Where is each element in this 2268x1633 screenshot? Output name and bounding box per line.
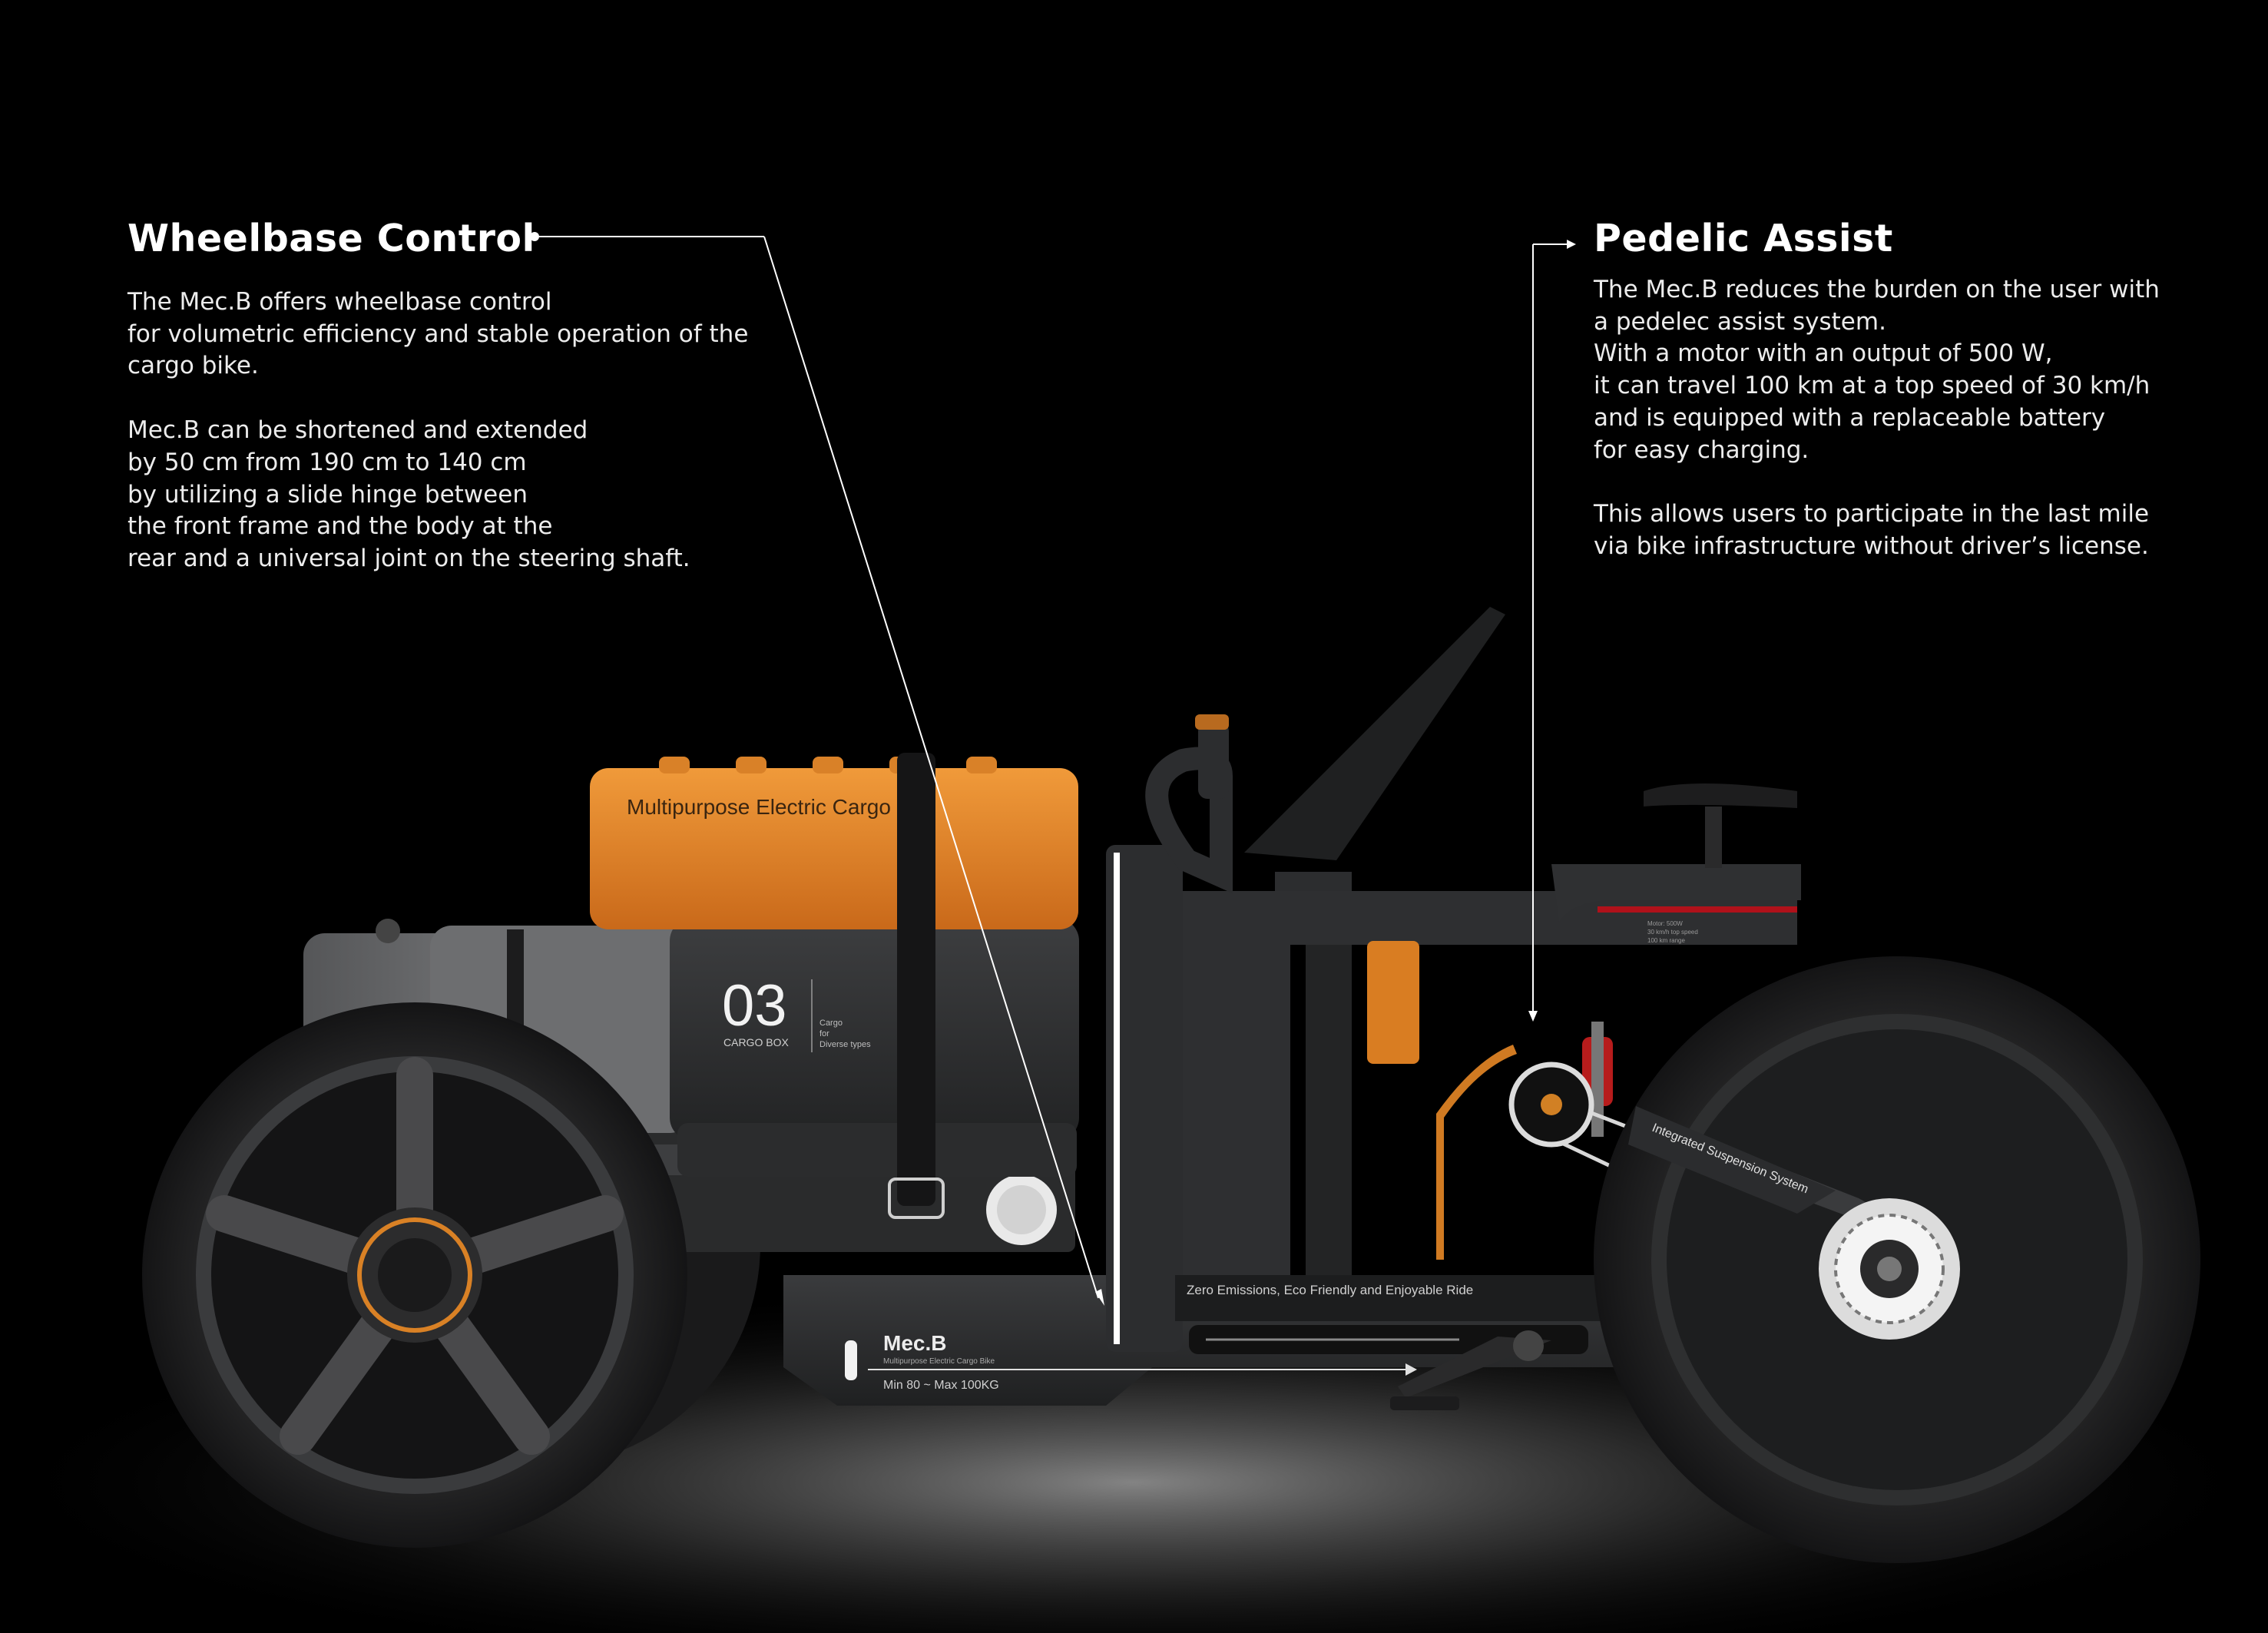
orange-cargo-box: Multipurpose Electric Cargo B: [590, 757, 1078, 929]
pedelec-assist-section: Pedelic Assist The Mec.B reduces the bur…: [1594, 217, 2223, 563]
cargo-box-side-3: Diverse types: [819, 1040, 871, 1049]
cargo-box-top-label: Multipurpose Electric Cargo B: [627, 795, 911, 819]
right-wheel: Integrated Suspension System: [1594, 956, 2200, 1563]
cargo-strap: [897, 753, 935, 1206]
text-line: The Mec.B reduces the burden on the user…: [1594, 276, 2160, 303]
cargo-box-03: 03 CARGO BOX Cargo for Diverse types: [670, 918, 1079, 1177]
seat-assembly: Motor: 500W 30 km/h top speed 100 km ran…: [1551, 783, 1801, 944]
text-line: via bike infrastructure without driver’s…: [1594, 532, 2149, 560]
wheelbase-control-paragraph-1: The Mec.B offers wheelbase control for v…: [127, 287, 819, 383]
cargo-box-side-2: for: [819, 1029, 829, 1038]
wheelbase-leader-line: [530, 232, 1104, 1306]
text-line: The Mec.B offers wheelbase control: [127, 288, 552, 316]
text-line: With a motor with an output of 500 W,: [1594, 340, 2053, 368]
text-line: by utilizing a slide hinge between: [127, 480, 528, 508]
text-line: the front frame and the body at the: [127, 512, 553, 541]
cargo-box-number: 03: [722, 973, 787, 1038]
text-line: for volumetric efficiency and stable ope…: [127, 320, 749, 348]
capacity-label: Min 80 ~ Max 100KG: [883, 1379, 999, 1392]
pedelec-assist-paragraph-1: The Mec.B reduces the burden on the user…: [1594, 274, 2223, 466]
frame-spec-3: 100 km range: [1647, 937, 1685, 944]
frame-spec-1: Motor: 500W: [1647, 920, 1683, 927]
brand-subtitle: Multipurpose Electric Cargo Bike: [883, 1357, 995, 1366]
brand-name: Mec.B: [883, 1331, 946, 1355]
text-line: it can travel 100 km at a top speed of 3…: [1594, 372, 2150, 400]
wheelbase-control-title: Wheelbase Control: [127, 217, 535, 260]
text-line: cargo bike.: [127, 352, 259, 380]
text-line: Mec.B can be shortened and extended: [127, 416, 588, 445]
frame-spec-2: 30 km/h top speed: [1647, 929, 1698, 936]
left-wheel: [142, 1002, 687, 1548]
pedelec-assist-paragraph-2: This allows users to participate in the …: [1594, 499, 2223, 562]
steering-assembly: [1145, 607, 1505, 894]
frame-orange-trim: [1436, 1045, 1517, 1260]
wheelbase-control-paragraph-2: Mec.B can be shortened and extended by 5…: [127, 415, 819, 575]
text-line: a pedelec assist system.: [1594, 307, 1886, 336]
text-line: This allows users to participate in the …: [1594, 500, 2150, 528]
text-line: by 50 cm from 190 cm to 140 cm: [127, 448, 527, 476]
pedelec-assist-title: Pedelic Assist: [1594, 217, 1893, 260]
brand-marker: [845, 1340, 857, 1380]
battery-orange: [1367, 941, 1419, 1064]
cargo-box-side-1: Cargo: [819, 1019, 843, 1028]
cargo-box-label: CARGO BOX: [723, 1036, 789, 1048]
frame-tagline: Zero Emissions, Eco Friendly and Enjoyab…: [1187, 1283, 1473, 1297]
text-line: and is equipped with a replaceable batte…: [1594, 403, 2106, 432]
pedelec-leader-line: [1528, 240, 1576, 1022]
text-line: for easy charging.: [1594, 436, 1809, 464]
main-frame: Zero Emissions, Eco Friendly and Enjoyab…: [783, 845, 1797, 1406]
wheelbase-control-section: Wheelbase Control The Mec.B offers wheel…: [127, 217, 819, 575]
text-line: rear and a universal joint on the steeri…: [127, 544, 690, 572]
